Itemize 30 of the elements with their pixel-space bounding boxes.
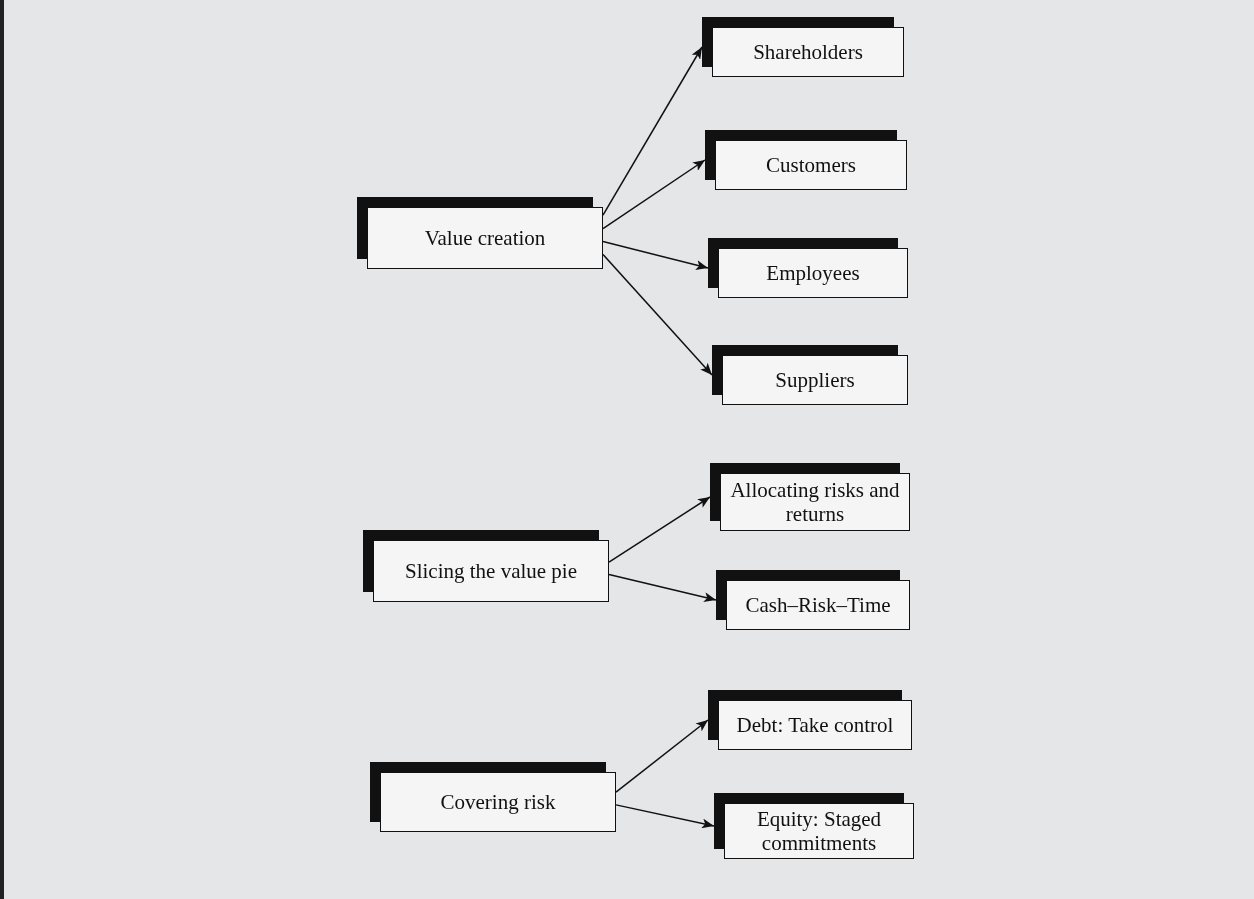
arrow [602, 46, 703, 216]
arrow [602, 253, 713, 376]
shadowed-box [702, 17, 904, 77]
shadowed-box [710, 463, 910, 531]
arrow [608, 496, 711, 563]
arrow [608, 573, 717, 603]
box-label: Value creation [423, 225, 547, 251]
box-label: Cash–Risk–Time [744, 592, 892, 618]
box-label: Debt: Take control [735, 712, 895, 738]
box-label: Covering risk [439, 789, 557, 815]
arrow [615, 804, 715, 829]
shadowed-box [363, 530, 609, 602]
arrow [615, 719, 709, 793]
shadowed-box [708, 690, 912, 750]
shadowed-box [712, 345, 908, 405]
shadowed-box [370, 762, 616, 832]
arrow [602, 159, 706, 230]
shadowed-box [714, 793, 914, 859]
box-label: Allocating risks and returns [729, 477, 901, 527]
arrow [602, 240, 709, 270]
shadowed-box [716, 570, 910, 630]
box-label: Equity: Staged commitments [755, 806, 883, 856]
box-label: Customers [765, 152, 857, 178]
shadowed-box [705, 130, 907, 190]
box-label: Employees [765, 260, 861, 286]
shadowed-box [708, 238, 908, 298]
box-label: Suppliers [774, 367, 856, 393]
box-label: Slicing the value pie [403, 558, 578, 584]
box-label: Shareholders [752, 39, 864, 65]
shadowed-box [357, 197, 603, 269]
